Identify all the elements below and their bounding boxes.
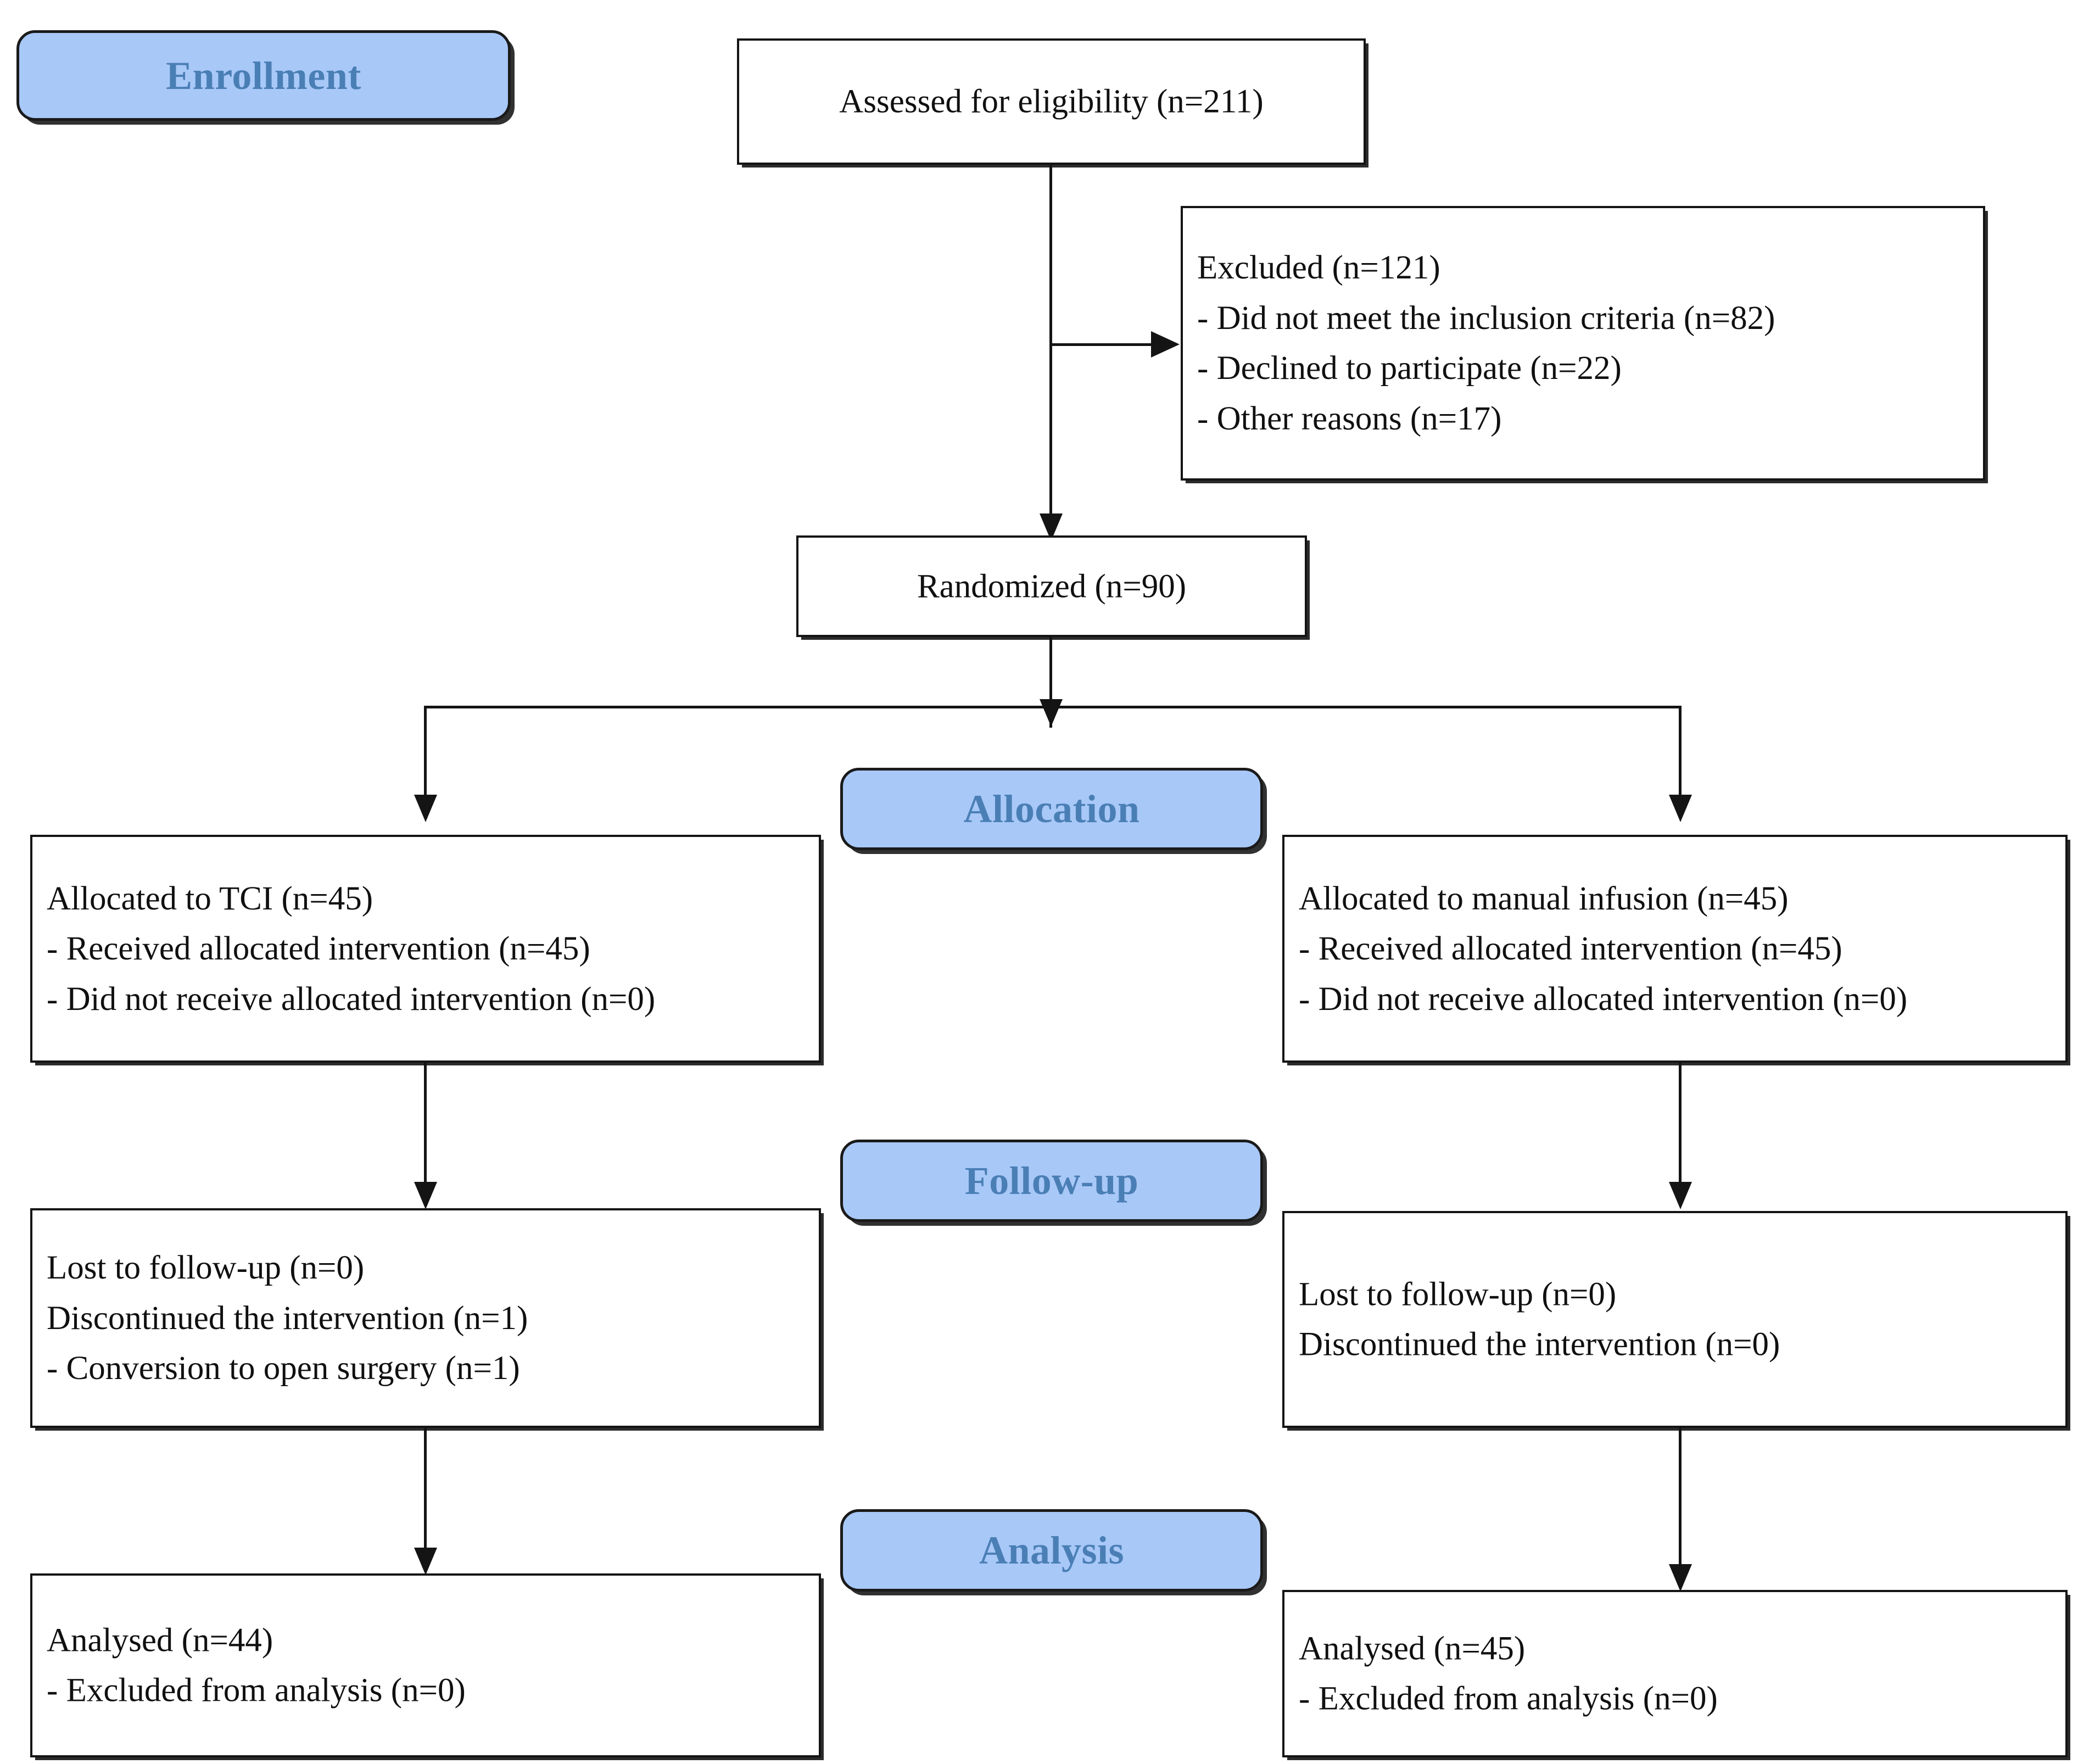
stage-badge-analysis: Analysis xyxy=(840,1509,1263,1592)
connector-assessed-to-excluded xyxy=(1051,343,1152,346)
box-followup-right: Lost to follow-up (n=0) Discontinued the… xyxy=(1282,1211,2068,1428)
box-analysis-right: Analysed (n=45) - Excluded from analysis… xyxy=(1282,1590,2068,1757)
box-excluded-lines: Excluded (n=121) - Did not meet the incl… xyxy=(1183,243,1983,444)
connector-alloc-right-to-followup-right xyxy=(1679,1063,1682,1197)
box-allocated-right-lines: Allocated to manual infusion (n=45) - Re… xyxy=(1284,873,2065,1024)
box-followup-right-lines: Lost to follow-up (n=0) Discontinued the… xyxy=(1284,1269,2065,1370)
box-analysis-left: Analysed (n=44) - Excluded from analysis… xyxy=(30,1573,821,1757)
arrowhead-split-right xyxy=(1669,795,1692,822)
arrowhead-alloc-left-to-followup-left xyxy=(414,1182,437,1209)
connector-followup-right-to-analysis-right xyxy=(1679,1428,1682,1579)
box-allocated-left-lines: Allocated to TCI (n=45) - Received alloc… xyxy=(32,873,819,1024)
box-assessed-line-1: Assessed for eligibility (n=211) xyxy=(839,83,1264,120)
arrowhead-followup-left-to-analysis-left xyxy=(414,1548,437,1575)
box-analysis-right-line-1: Analysed (n=45) xyxy=(1299,1630,1526,1667)
connector-split-right-drop xyxy=(1679,706,1682,807)
box-excluded-line-1: Excluded (n=121) xyxy=(1197,249,1440,286)
arrowhead-alloc-right-to-followup-right xyxy=(1669,1182,1692,1209)
box-analysis-left-lines: Analysed (n=44) - Excluded from analysis… xyxy=(32,1615,819,1716)
box-followup-left-line-3: - Conversion to open surgery (n=1) xyxy=(47,1349,520,1387)
box-randomized: Randomized (n=90) xyxy=(796,535,1307,637)
connector-alloc-left-to-followup-left xyxy=(424,1063,427,1197)
stage-badge-enrollment-label: Enrollment xyxy=(166,53,361,98)
box-excluded-line-4: - Other reasons (n=17) xyxy=(1197,400,1502,437)
stage-badge-enrollment: Enrollment xyxy=(16,30,511,121)
box-allocated-left-tci: Allocated to TCI (n=45) - Received alloc… xyxy=(30,835,821,1063)
box-analysis-left-line-2: - Excluded from analysis (n=0) xyxy=(47,1672,466,1709)
box-allocated-left-line-1: Allocated to TCI (n=45) xyxy=(47,880,373,917)
box-followup-right-line-1: Lost to follow-up (n=0) xyxy=(1299,1276,1617,1313)
box-excluded: Excluded (n=121) - Did not meet the incl… xyxy=(1181,206,1985,481)
box-analysis-left-line-1: Analysed (n=44) xyxy=(47,1622,273,1659)
connector-randomized-trunk xyxy=(1049,637,1052,728)
arrowhead-followup-right-to-analysis-right xyxy=(1669,1564,1692,1592)
stage-badge-followup-label: Follow-up xyxy=(964,1159,1139,1203)
connector-split-left-drop xyxy=(424,706,427,807)
box-followup-left-line-2: Discontinued the intervention (n=1) xyxy=(47,1299,528,1337)
connector-split-bar xyxy=(424,706,1682,708)
stage-badge-analysis-label: Analysis xyxy=(979,1528,1125,1572)
arrowhead-randomized-trunk xyxy=(1040,699,1063,727)
box-followup-left-lines: Lost to follow-up (n=0) Discontinued the… xyxy=(32,1243,819,1394)
box-assessed-lines: Assessed for eligibility (n=211) xyxy=(739,76,1364,127)
box-allocated-right-line-3: - Did not receive allocated intervention… xyxy=(1299,980,1908,1018)
box-allocated-left-line-2: - Received allocated intervention (n=45) xyxy=(47,930,590,967)
stage-badge-followup: Follow-up xyxy=(840,1140,1263,1222)
box-analysis-right-line-2: - Excluded from analysis (n=0) xyxy=(1299,1680,1718,1717)
box-assessed-for-eligibility: Assessed for eligibility (n=211) xyxy=(737,38,1366,165)
connector-followup-left-to-analysis-left xyxy=(424,1428,427,1562)
box-followup-right-line-2: Discontinued the intervention (n=0) xyxy=(1299,1326,1780,1363)
box-randomized-lines: Randomized (n=90) xyxy=(798,561,1305,612)
box-randomized-line-1: Randomized (n=90) xyxy=(917,567,1187,605)
box-followup-left-line-1: Lost to follow-up (n=0) xyxy=(47,1249,365,1286)
arrowhead-split-left xyxy=(414,795,437,822)
box-excluded-line-3: - Declined to participate (n=22) xyxy=(1197,350,1622,387)
box-allocated-right-manual-infusion: Allocated to manual infusion (n=45) - Re… xyxy=(1282,835,2068,1063)
stage-badge-allocation-label: Allocation xyxy=(963,787,1140,831)
stage-badge-allocation: Allocation xyxy=(840,768,1263,850)
box-allocated-left-line-3: - Did not receive allocated intervention… xyxy=(47,980,656,1018)
box-allocated-right-line-1: Allocated to manual infusion (n=45) xyxy=(1299,880,1789,917)
arrowhead-assessed-to-excluded xyxy=(1151,331,1180,358)
box-followup-left: Lost to follow-up (n=0) Discontinued the… xyxy=(30,1208,821,1428)
connector-assessed-to-randomized xyxy=(1049,165,1052,538)
box-analysis-right-lines: Analysed (n=45) - Excluded from analysis… xyxy=(1284,1623,2065,1724)
box-allocated-right-line-2: - Received allocated intervention (n=45) xyxy=(1299,930,1842,967)
box-excluded-line-2: - Did not meet the inclusion criteria (n… xyxy=(1197,299,1775,337)
